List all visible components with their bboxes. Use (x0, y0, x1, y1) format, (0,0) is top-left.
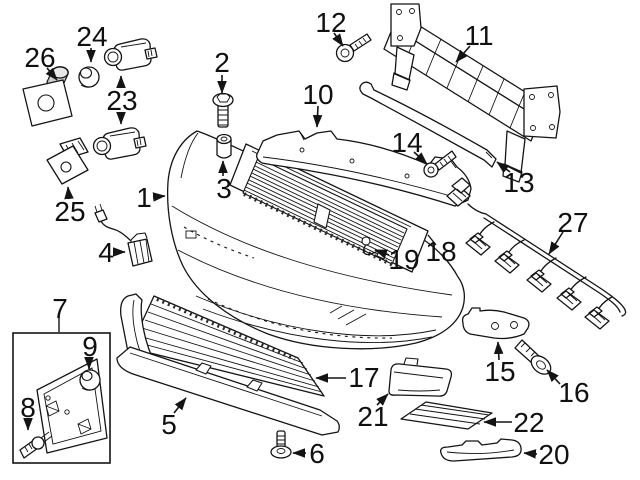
part-labels: 1 2 3 4 5 6 7 8 9 10 11 12 13 14 15 16 1… (20, 7, 589, 470)
part-label-14[interactable]: 14 (391, 127, 422, 158)
leader-arrow-10 (312, 105, 323, 128)
part-label-6[interactable]: 6 (309, 438, 325, 469)
part-25-sensor-bracket (46, 137, 89, 185)
leader-arrow-16 (546, 369, 561, 385)
leader-arrow-14 (413, 151, 428, 165)
part-4-sensor-bracket (94, 203, 153, 267)
part-23-park-sensor-lower (92, 127, 147, 160)
part-label-1[interactable]: 1 (136, 182, 152, 213)
part-label-27[interactable]: 27 (557, 207, 588, 238)
part-label-20[interactable]: 20 (538, 439, 569, 470)
part-label-4[interactable]: 4 (98, 237, 114, 268)
part-label-3[interactable]: 3 (216, 173, 232, 204)
part-2-screw (212, 92, 234, 128)
part-label-23[interactable]: 23 (106, 85, 137, 116)
part-21-fog-lamp-cover (388, 357, 453, 397)
leader-arrow-21 (376, 393, 389, 406)
part-27-wiring-harness (446, 177, 627, 330)
part-label-7[interactable]: 7 (52, 293, 68, 324)
leader-arrow-13 (496, 161, 511, 174)
part-23-park-sensor-upper (103, 38, 158, 71)
part-label-13[interactable]: 13 (503, 167, 534, 198)
part-13-support-strip (359, 81, 497, 168)
leader-arrow-19 (374, 249, 390, 259)
leader-arrow-26 (45, 67, 58, 81)
part-label-5[interactable]: 5 (161, 409, 177, 440)
part-label-21[interactable]: 21 (357, 401, 388, 432)
leader-arrow-5 (173, 397, 187, 414)
part-label-8[interactable]: 8 (20, 392, 36, 423)
leader-line-18 (427, 234, 437, 246)
part-label-25[interactable]: 25 (54, 196, 85, 227)
leader-arrow-25 (64, 186, 74, 200)
part-3-spacer-nut (216, 133, 232, 159)
leader-arrow-11 (455, 45, 471, 63)
part-label-24[interactable]: 24 (76, 21, 107, 52)
part-20-lower-trim-strip (440, 438, 522, 462)
part-24-grommet (78, 66, 100, 88)
leader-arrow-15 (493, 341, 504, 361)
part-15-side-bracket (461, 307, 530, 340)
part-12-bolt (335, 33, 372, 63)
part-9-grommet (79, 369, 101, 391)
part-22-vent-trim (400, 401, 493, 430)
leader-arrow-27 (548, 231, 564, 255)
leader-arrows (23, 32, 564, 459)
part-label-16[interactable]: 16 (558, 377, 589, 408)
part-label-19[interactable]: 19 (388, 244, 419, 275)
part-6-screw (270, 430, 292, 459)
part-label-22[interactable]: 22 (513, 407, 544, 438)
part-11-impact-bar (383, 3, 561, 183)
part-label-12[interactable]: 12 (315, 7, 346, 38)
part-label-2[interactable]: 2 (214, 47, 230, 78)
part-26-sensor-bracket (22, 66, 73, 127)
leader-arrow-20 (523, 449, 538, 459)
part-16-bolt (514, 339, 552, 375)
part-label-10[interactable]: 10 (302, 79, 333, 110)
leader-arrow-12 (332, 32, 344, 47)
part-label-15[interactable]: 15 (484, 356, 515, 387)
leader-arrow-1 (152, 192, 166, 202)
part-label-9[interactable]: 9 (82, 331, 98, 362)
part-label-18[interactable]: 18 (425, 236, 456, 267)
part-14-bolt (423, 150, 457, 178)
part-label-26[interactable]: 26 (24, 42, 55, 73)
part-8-screw (19, 431, 53, 459)
part-label-11[interactable]: 11 (464, 20, 493, 51)
part-label-17[interactable]: 17 (348, 362, 379, 393)
part-5-front-spoiler (116, 293, 340, 436)
part-10-energy-absorber (256, 130, 472, 207)
